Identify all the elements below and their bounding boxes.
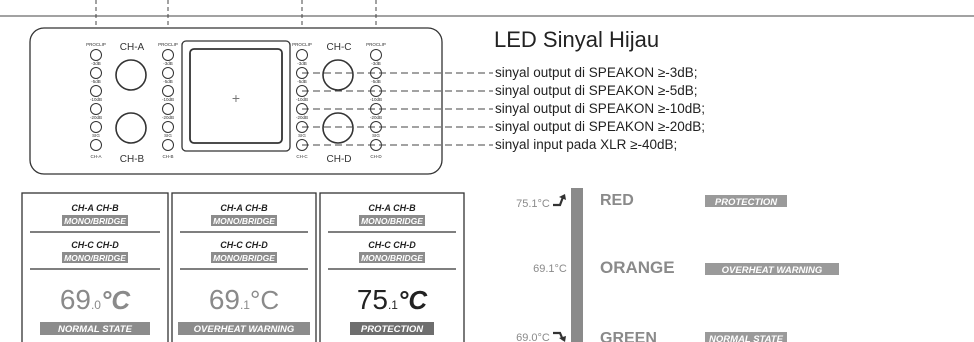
scale-temp-green: 69.0°C bbox=[516, 332, 550, 342]
svg-text:MONO/BRIDGE: MONO/BRIDGE bbox=[213, 253, 275, 263]
scale-state-green: NORMAL STATE bbox=[709, 334, 784, 342]
svg-text:OVERHEAT WARNING: OVERHEAT WARNING bbox=[194, 324, 295, 335]
svg-text:CH-A CH-B: CH-A CH-B bbox=[368, 203, 416, 213]
svg-text:-3dB: -3dB bbox=[91, 61, 101, 66]
svg-text:75.1°C: 75.1°C bbox=[357, 284, 429, 315]
scale-state-red: PROTECTION bbox=[715, 197, 778, 208]
temperature-scale: 75.1°C RED PROTECTION 69.1°C ORANGE OVER… bbox=[516, 188, 839, 342]
svg-text:-10dB: -10dB bbox=[370, 97, 382, 102]
svg-text:CH-A CH-B: CH-A CH-B bbox=[71, 203, 119, 213]
svg-text:MONO/BRIDGE: MONO/BRIDGE bbox=[361, 216, 423, 226]
led-column-c: PROCLIP -3dB -5dB -10dB -20dB SIG CH-C bbox=[292, 42, 312, 159]
legend-line-5: sinyal input pada XLR ≥-40dB; bbox=[495, 137, 677, 152]
label-ch-b: CH-B bbox=[120, 154, 145, 165]
svg-text:-10dB: -10dB bbox=[90, 97, 102, 102]
svg-text:MONO/BRIDGE: MONO/BRIDGE bbox=[213, 216, 275, 226]
knob-ch-a[interactable] bbox=[115, 59, 147, 91]
center-mark: + bbox=[232, 90, 240, 106]
svg-text:CH-C CH-D: CH-C CH-D bbox=[368, 240, 416, 250]
knob-ch-b[interactable] bbox=[115, 112, 147, 144]
scale-temp-orange: 69.1°C bbox=[533, 263, 567, 275]
svg-text:MONO/BRIDGE: MONO/BRIDGE bbox=[64, 253, 126, 263]
svg-text:-5dB: -5dB bbox=[371, 79, 381, 84]
svg-text:SIG: SIG bbox=[298, 133, 306, 138]
knob-ch-c[interactable] bbox=[322, 59, 354, 91]
display-panel-3: CH-A CH-B MONO/BRIDGE CH-C CH-D MONO/BRI… bbox=[319, 192, 465, 342]
svg-text:69.0°C: 69.0°C bbox=[60, 284, 132, 315]
svg-text:-10dB: -10dB bbox=[296, 97, 308, 102]
scale-bar bbox=[571, 188, 583, 342]
svg-text:SIG: SIG bbox=[372, 133, 380, 138]
arrow-up-icon bbox=[553, 194, 566, 207]
led-column-b: PROCLIP -3dB -5dB -10dB -20dB SIG CH-B bbox=[158, 42, 178, 159]
led-column-a: PROCLIP -3dB -5dB -10dB -20dB SIG CH-A bbox=[86, 42, 106, 159]
display-panel-1: CH-A CH-B MONO/BRIDGE CH-C CH-D MONO/BRI… bbox=[21, 192, 169, 342]
svg-text:PROCLIP: PROCLIP bbox=[86, 42, 106, 47]
svg-text:CH-D: CH-D bbox=[370, 154, 382, 159]
svg-text:-10dB: -10dB bbox=[162, 97, 174, 102]
legend-title: LED Sinyal Hijau bbox=[494, 27, 659, 52]
leader-lines bbox=[302, 72, 493, 146]
svg-text:-5dB: -5dB bbox=[297, 79, 307, 84]
legend-line-1: sinyal output di SPEAKON ≥-3dB; bbox=[495, 65, 698, 80]
svg-text:-3dB: -3dB bbox=[163, 61, 173, 66]
svg-text:CH-C CH-D: CH-C CH-D bbox=[220, 240, 268, 250]
svg-text:PROTECTION: PROTECTION bbox=[361, 324, 424, 335]
svg-text:PROCLIP: PROCLIP bbox=[292, 42, 312, 47]
svg-text:CH-A CH-B: CH-A CH-B bbox=[220, 203, 268, 213]
svg-text:SIG: SIG bbox=[92, 133, 100, 138]
svg-text:-20dB: -20dB bbox=[296, 115, 308, 120]
legend-line-2: sinyal output di SPEAKON ≥-5dB; bbox=[495, 83, 698, 98]
legend-line-3: sinyal output di SPEAKON ≥-10dB; bbox=[495, 101, 705, 116]
led-column-d: PROCLIP -3dB -5dB -10dB -20dB SIG CH-D bbox=[366, 42, 386, 159]
scale-temp-red: 75.1°C bbox=[516, 198, 550, 210]
svg-text:-3dB: -3dB bbox=[371, 61, 381, 66]
knob-ch-d[interactable] bbox=[322, 112, 354, 144]
svg-text:SIG: SIG bbox=[164, 133, 172, 138]
svg-text:PROCLIP: PROCLIP bbox=[158, 42, 178, 47]
scale-color-orange: ORANGE bbox=[600, 258, 675, 277]
svg-text:PROCLIP: PROCLIP bbox=[366, 42, 386, 47]
scale-color-green: GREEN bbox=[600, 330, 657, 342]
svg-text:CH-C CH-D: CH-C CH-D bbox=[71, 240, 119, 250]
svg-text:CH-C: CH-C bbox=[296, 154, 308, 159]
display-panel-2: CH-A CH-B MONO/BRIDGE CH-C CH-D MONO/BRI… bbox=[171, 192, 317, 342]
svg-text:-3dB: -3dB bbox=[297, 61, 307, 66]
svg-text:CH-A: CH-A bbox=[91, 154, 102, 159]
svg-text:-20dB: -20dB bbox=[162, 115, 174, 120]
label-ch-d: CH-D bbox=[327, 154, 352, 165]
svg-text:MONO/BRIDGE: MONO/BRIDGE bbox=[361, 253, 423, 263]
legend-line-4: sinyal output di SPEAKON ≥-20dB; bbox=[495, 119, 705, 134]
label-ch-c: CH-C bbox=[327, 42, 352, 53]
svg-text:69.1°C: 69.1°C bbox=[209, 284, 279, 315]
svg-text:CH-B: CH-B bbox=[163, 154, 174, 159]
scale-state-orange: OVERHEAT WARNING bbox=[722, 265, 823, 276]
scale-color-red: RED bbox=[600, 192, 634, 209]
svg-text:-20dB: -20dB bbox=[90, 115, 102, 120]
svg-text:-5dB: -5dB bbox=[163, 79, 173, 84]
device-panel: + CH-A CH-B CH-C CH-D PROCLIP -3dB -5dB … bbox=[29, 27, 443, 175]
svg-text:-5dB: -5dB bbox=[91, 79, 101, 84]
svg-text:-20dB: -20dB bbox=[370, 115, 382, 120]
svg-text:NORMAL STATE: NORMAL STATE bbox=[58, 324, 133, 335]
arrow-down-icon bbox=[553, 331, 566, 342]
label-ch-a: CH-A bbox=[120, 42, 145, 53]
svg-text:MONO/BRIDGE: MONO/BRIDGE bbox=[64, 216, 126, 226]
